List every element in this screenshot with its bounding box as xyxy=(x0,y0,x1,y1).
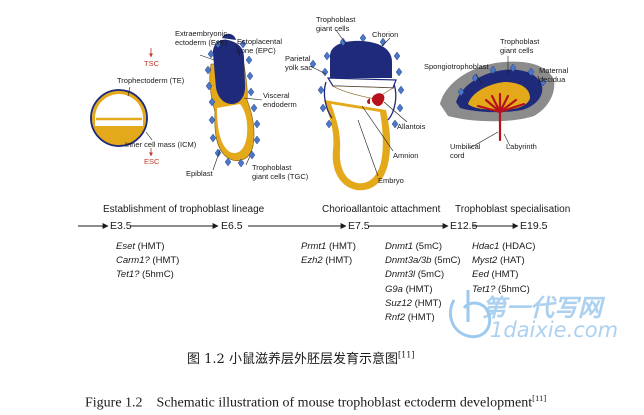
gene-entry: Suz12 (HMT) xyxy=(385,297,442,309)
watermark-line2: 1daixie.com xyxy=(490,318,619,342)
label-esc: ESC xyxy=(144,157,160,166)
label-labyrinth: Labyrinth xyxy=(506,142,537,151)
gene-entry: Myst2 (HAT) xyxy=(472,255,525,267)
label-allantois: Allantois xyxy=(397,122,426,131)
caption-english: Figure 1.2 Schematic illustration of mou… xyxy=(85,393,547,411)
label-epiblast: Epiblast xyxy=(186,169,213,178)
label-parietal-yolk-sac: Parietal yolk sac xyxy=(285,54,313,72)
stage-e195: E19.5 xyxy=(520,220,548,232)
phase-header-establishment: Establishment of trophoblast lineage xyxy=(103,204,265,215)
gene-column-e75: Dnmt1 (5mC) Dnmt3a/3b (5mC) Dnmt3l (5mC)… xyxy=(385,240,461,325)
watermark-logo xyxy=(449,290,492,339)
label-icm: Inner cell mass (ICM) xyxy=(125,140,197,149)
blastocyst xyxy=(90,89,148,147)
phase-header-chorioallantoic: Chorioallantoic attachment xyxy=(322,204,441,215)
label-spongiotrophoblast: Spongiotrophoblast xyxy=(424,62,489,71)
gene-entry: Dnmt3a/3b (5mC) xyxy=(385,255,461,267)
watermark-line1: 第一代写网 xyxy=(482,294,602,322)
stage-e35: E3.5 xyxy=(110,220,132,232)
gene-column-e35: Eset (HMT) Carm1? (HMT) Tet1? (5hmC) xyxy=(116,240,179,283)
tgc-diamonds-e75 xyxy=(309,33,405,129)
label-tgc-e65: Trophoblast giant cells (TGC) xyxy=(252,163,309,181)
gene-entry: Tet1? (5hmC) xyxy=(116,269,174,281)
gene-entry: Carm1? (HMT) xyxy=(116,255,180,267)
caption-chinese: 图 1.2 小鼠滋养层外胚层发育示意图[11] xyxy=(187,350,415,367)
label-visceral-endoderm: Visceral endoderm xyxy=(263,91,297,109)
stage-e125: E12.5 xyxy=(450,220,478,232)
gene-column-e65: Prmt1 (HMT) Ezh2 (HMT) xyxy=(301,240,356,268)
gene-entry: Rnf2 (HMT) xyxy=(385,312,435,324)
placenta-e125 xyxy=(440,61,555,142)
label-umbilical-cord: Umbilical cord xyxy=(450,142,481,160)
phase-header-specialisation: Trophoblast specialisation xyxy=(455,204,571,215)
label-chorion: Chorion xyxy=(372,30,399,39)
embryo-e75 xyxy=(323,40,397,191)
gene-entry: Dnmt1 (5mC) xyxy=(385,241,443,252)
label-embryo: Embryo xyxy=(378,176,404,185)
egg-cylinder-e65 xyxy=(209,33,255,161)
gene-entry: Prmt1 (HMT) xyxy=(301,241,356,252)
gene-entry: Dnmt3l (5mC) xyxy=(385,269,445,281)
tgc-diamonds-e125 xyxy=(457,63,547,97)
gene-entry: Eset (HMT) xyxy=(116,241,165,252)
gene-entry: Eed (HMT) xyxy=(472,269,519,281)
stage-e65: E6.5 xyxy=(221,220,243,232)
gene-entry: G9a (HMT) xyxy=(385,283,433,295)
label-trophectoderm: Trophectoderm (TE) xyxy=(117,76,185,85)
label-tgc-e125: Trophoblast giant cells xyxy=(500,37,540,55)
gene-entry: Hdac1 (HDAC) xyxy=(472,241,536,252)
label-tsc: TSC xyxy=(144,59,159,68)
label-maternal-decidua: Maternal decidua xyxy=(539,66,569,84)
stage-e75: E7.5 xyxy=(348,220,370,232)
gene-entry: Ezh2 (HMT) xyxy=(301,255,353,267)
tgc-diamonds-e65 xyxy=(204,39,261,168)
label-tgc-e75: Trophoblast giant cells xyxy=(316,15,356,33)
gene-entry: Tet1? (5hmC) xyxy=(472,283,530,295)
label-epc: Ectoplacental cone (EPC) xyxy=(237,37,283,55)
label-exe: Extraembryonic ectoderm (ExE) xyxy=(175,29,228,47)
gene-column-e125: Hdac1 (HDAC) Myst2 (HAT) Eed (HMT) Tet1?… xyxy=(472,240,535,297)
label-amnion: Amnion xyxy=(393,151,419,160)
